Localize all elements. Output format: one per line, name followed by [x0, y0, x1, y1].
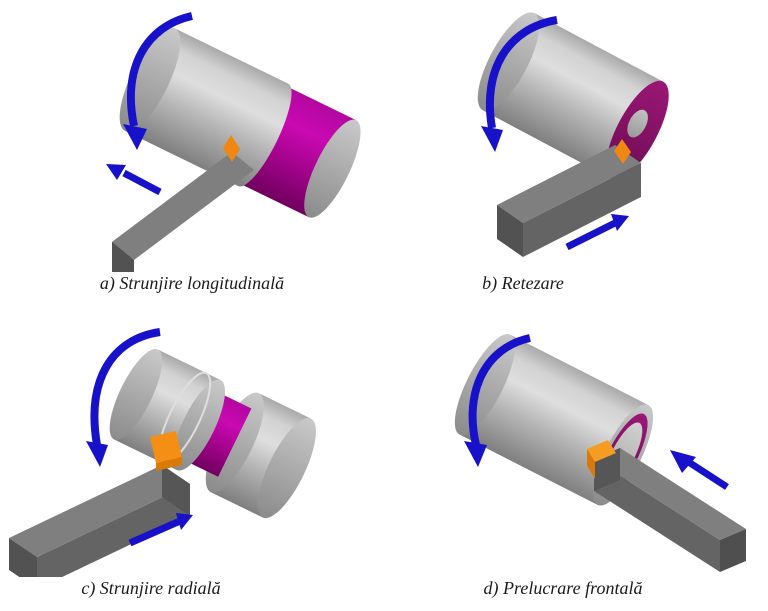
panel-caption-c: c) Strunjire radială: [81, 578, 221, 598]
panel-caption-a: a) Strunjire longitudinală: [99, 273, 285, 293]
feed-arrow-icon: [106, 164, 162, 196]
rotation-arrow-icon: [86, 328, 161, 467]
diagram-longitudinal-turning: [106, 12, 361, 272]
panel-c: c) Strunjire radială: [0, 305, 384, 611]
diagram-radial-turning: [9, 328, 316, 577]
cutting-tool: [594, 448, 746, 572]
rotation-arrow-icon: [481, 16, 558, 152]
feed-arrow-icon: [565, 214, 629, 251]
panel-b: b) Retezare: [384, 0, 768, 305]
workpiece-cylinder: [119, 27, 361, 218]
tool-insert: [614, 139, 631, 164]
diagram-parting: [477, 12, 669, 257]
panel-d: d) Prelucrare frontală: [384, 305, 768, 611]
workpiece-cylinder: [109, 348, 316, 519]
workpiece-cylinder: [477, 12, 669, 180]
machined-surface: [182, 390, 252, 477]
diagram-facing: [454, 334, 746, 572]
tool-insert: [223, 135, 240, 162]
tool-insert: [150, 431, 182, 471]
cutting-tool: [497, 145, 641, 257]
panel-a: a) Strunjire longitudinală: [0, 0, 384, 305]
rotation-arrow-icon: [123, 12, 193, 150]
panel-caption-d: d) Prelucrare frontală: [483, 578, 643, 598]
cutting-tool: [112, 152, 254, 272]
tool-insert: [587, 440, 616, 479]
panel-caption-b: b) Retezare: [482, 273, 564, 293]
feed-arrow-icon: [128, 513, 193, 547]
machined-surface: [234, 83, 357, 218]
feed-arrow-icon: [670, 450, 729, 490]
rotation-arrow-icon: [464, 334, 531, 467]
cutting-tool: [9, 465, 190, 577]
